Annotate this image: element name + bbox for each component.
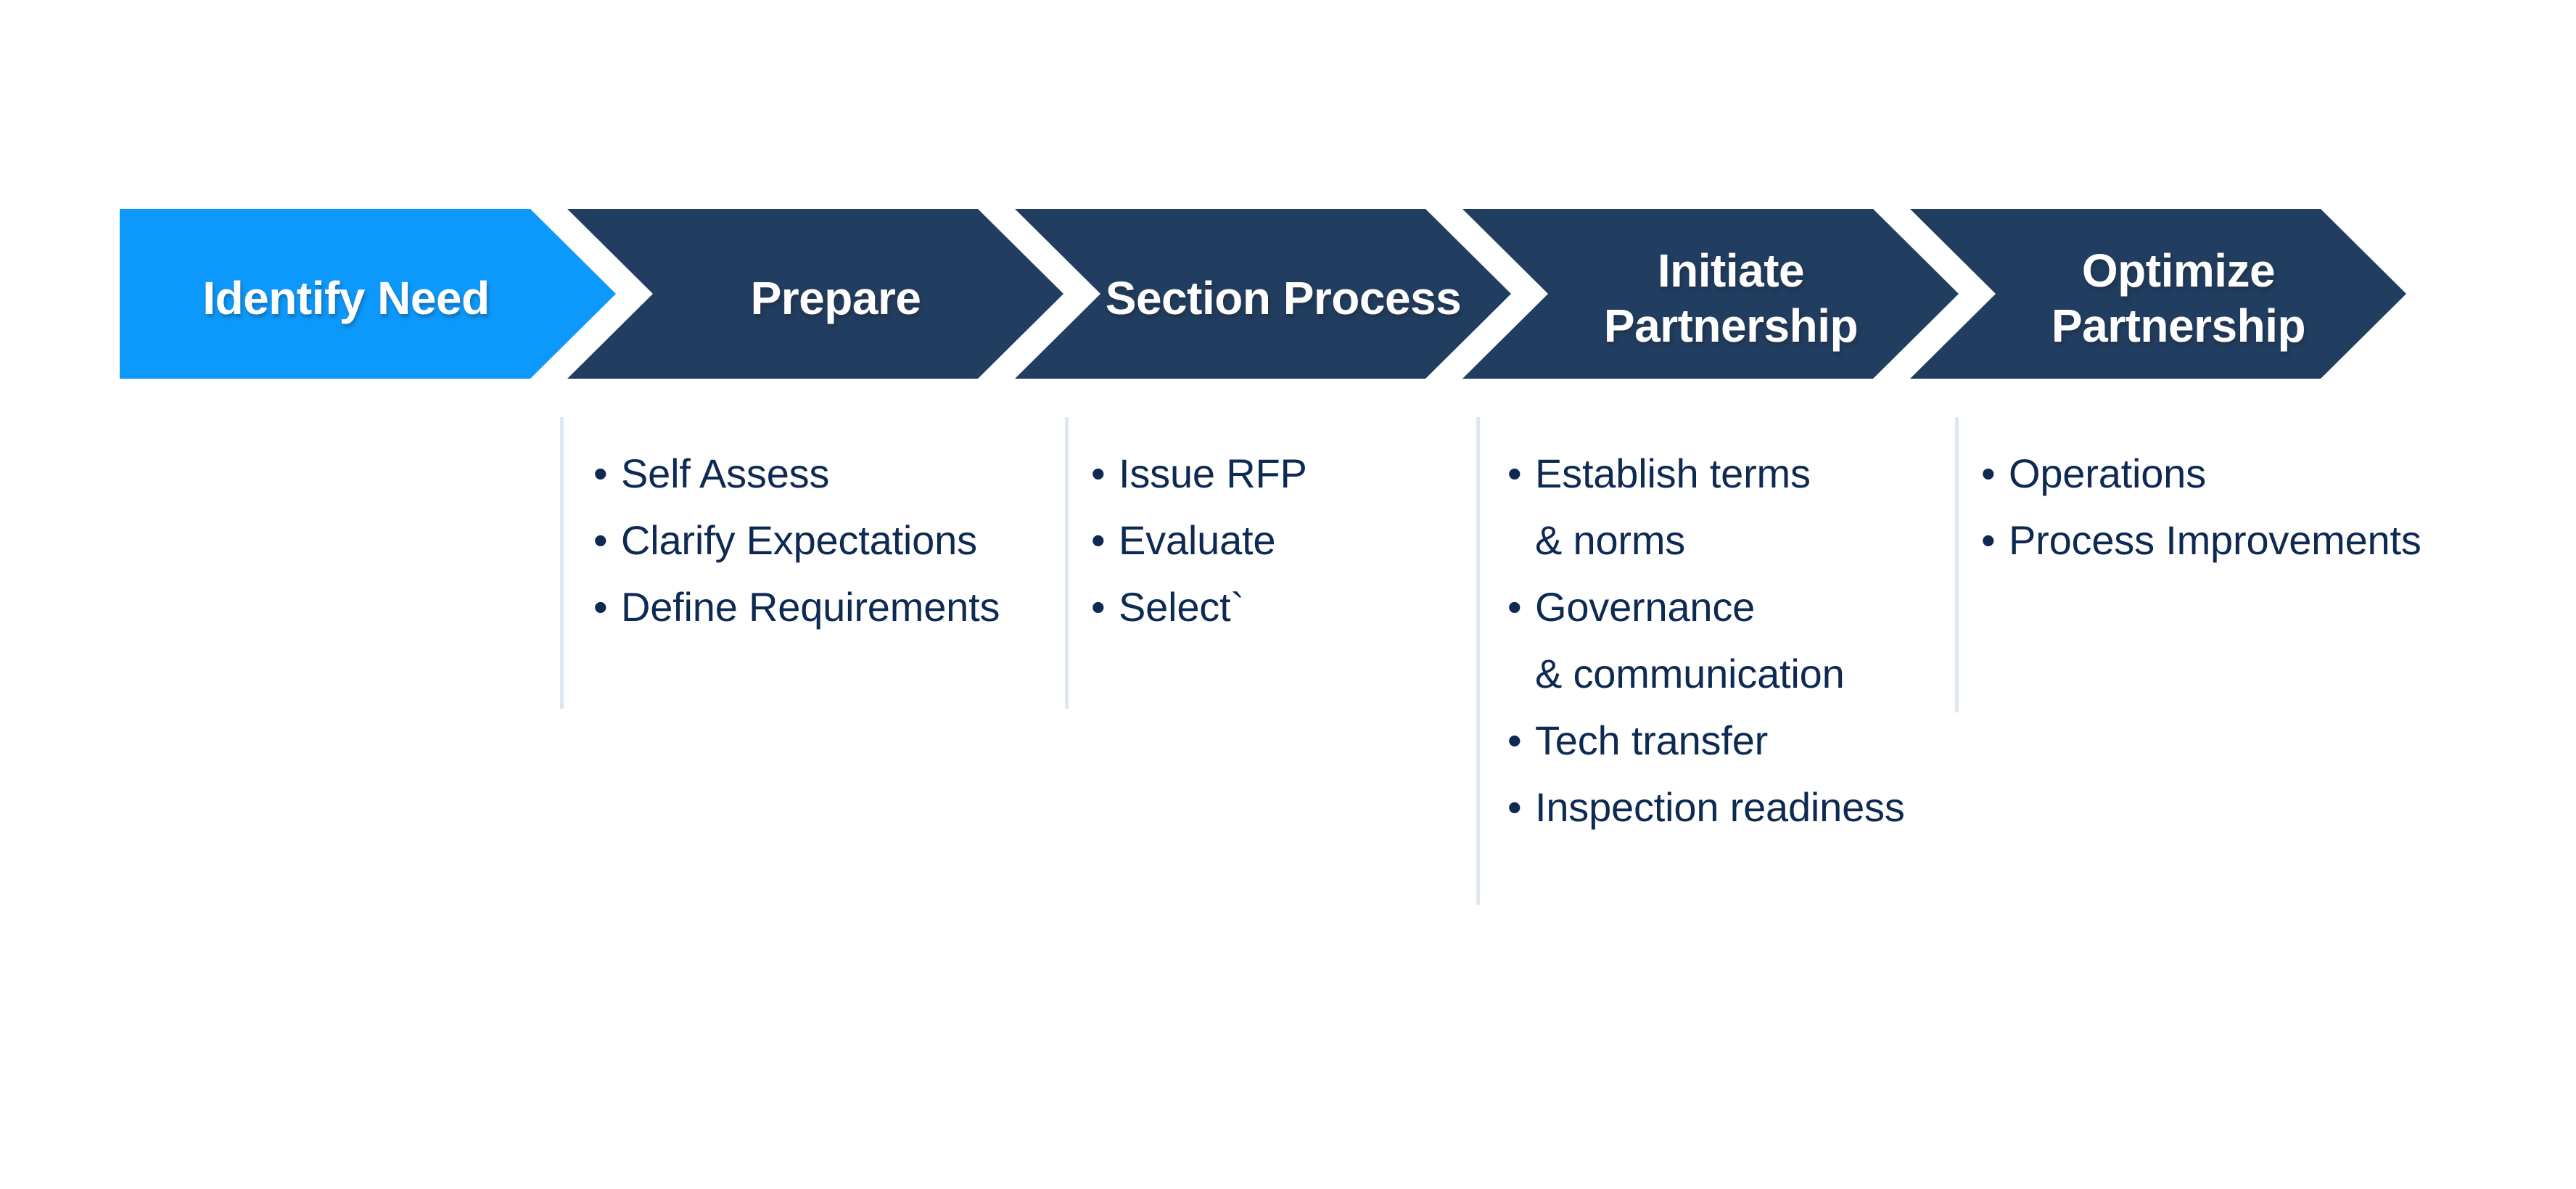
process-step-section-process: Section Process <box>1015 209 1511 379</box>
list-item-text: Process Improvements <box>2009 517 2421 563</box>
list-item-text: Tech transfer <box>1535 717 1769 763</box>
list-item-text: Establish terms <box>1535 450 1811 496</box>
list-item: • Issue RFP <box>1091 440 1307 506</box>
detail-column-prepare: • Self Assess • Clarify Expectations • Define… <box>593 440 1000 640</box>
bullet-dot: • <box>1507 783 1522 830</box>
bullet-dot: • <box>1981 517 1996 563</box>
list-item: • Select` <box>1091 573 1307 640</box>
bullet-dot: • <box>1507 583 1522 630</box>
list-item: • Define Requirements <box>593 573 1000 640</box>
bullet-dot: • <box>593 583 608 630</box>
list-item: • Operations <box>1981 440 2421 506</box>
list-item: • Governance <box>1507 573 1905 640</box>
bullet-dot: • <box>1091 450 1106 496</box>
list-item-text: Operations <box>2009 450 2206 496</box>
list-item: • Process Improvements <box>1981 506 2421 573</box>
list-item-text: Evaluate <box>1119 517 1276 563</box>
bullet-dot: • <box>593 450 608 496</box>
bullet-dot: • <box>1981 450 1996 496</box>
list-item-text: Issue RFP <box>1119 450 1307 496</box>
detail-column-section-process: • Issue RFP • Evaluate • Select` <box>1091 440 1307 640</box>
process-step-identify-need: Identify Need <box>120 209 616 379</box>
bullet-dot: • <box>1507 450 1522 496</box>
list-item-text: Define Requirements <box>621 583 1000 630</box>
list-item-continuation: & norms <box>1507 506 1905 573</box>
list-item: • Establish terms <box>1507 440 1905 506</box>
process-step-label: Prepare <box>750 272 921 324</box>
list-item-text: Select` <box>1119 583 1244 630</box>
detail-column-optimize-partnership: • Operations • Process Improvements <box>1981 440 2421 573</box>
list-item-text: & communication <box>1535 650 1845 696</box>
column-divider <box>1065 417 1069 709</box>
list-item: • Tech transfer <box>1507 707 1905 773</box>
process-step-initiate-partnership: Initiate Partnership <box>1462 209 1959 379</box>
list-item: • Clarify Expectations <box>593 506 1000 573</box>
column-divider <box>560 417 564 709</box>
list-item-text: Governance <box>1535 583 1756 630</box>
bullet-dot: • <box>1507 717 1522 763</box>
list-item-text: Inspection readiness <box>1535 783 1905 830</box>
list-item: • Self Assess <box>593 440 1000 506</box>
bullet-dot: • <box>1091 517 1106 563</box>
process-step-prepare: Prepare <box>567 209 1063 379</box>
bullet-dot: • <box>593 517 608 563</box>
process-step-optimize-partnership: Optimize Partnership <box>1910 209 2406 379</box>
process-step-label: Initiate Partnership <box>1603 244 1859 352</box>
list-item-text: Clarify Expectations <box>621 517 977 563</box>
list-item-continuation: & communication <box>1507 640 1905 707</box>
detail-column-initiate-partnership: • Establish terms & norms • Governance & comm… <box>1507 440 1905 840</box>
process-step-label: Identify Need <box>202 272 490 324</box>
list-item-text: Self Assess <box>621 450 830 496</box>
column-divider <box>1476 417 1480 905</box>
list-item-text: & norms <box>1535 517 1686 563</box>
process-step-label: Section Process <box>1105 272 1462 324</box>
list-item: • Evaluate <box>1091 506 1307 573</box>
bullet-dot: • <box>1091 583 1106 630</box>
list-item: • Inspection readiness <box>1507 773 1905 840</box>
process-step-label: Optimize Partnership <box>2051 244 2306 352</box>
column-divider <box>1955 417 1959 712</box>
